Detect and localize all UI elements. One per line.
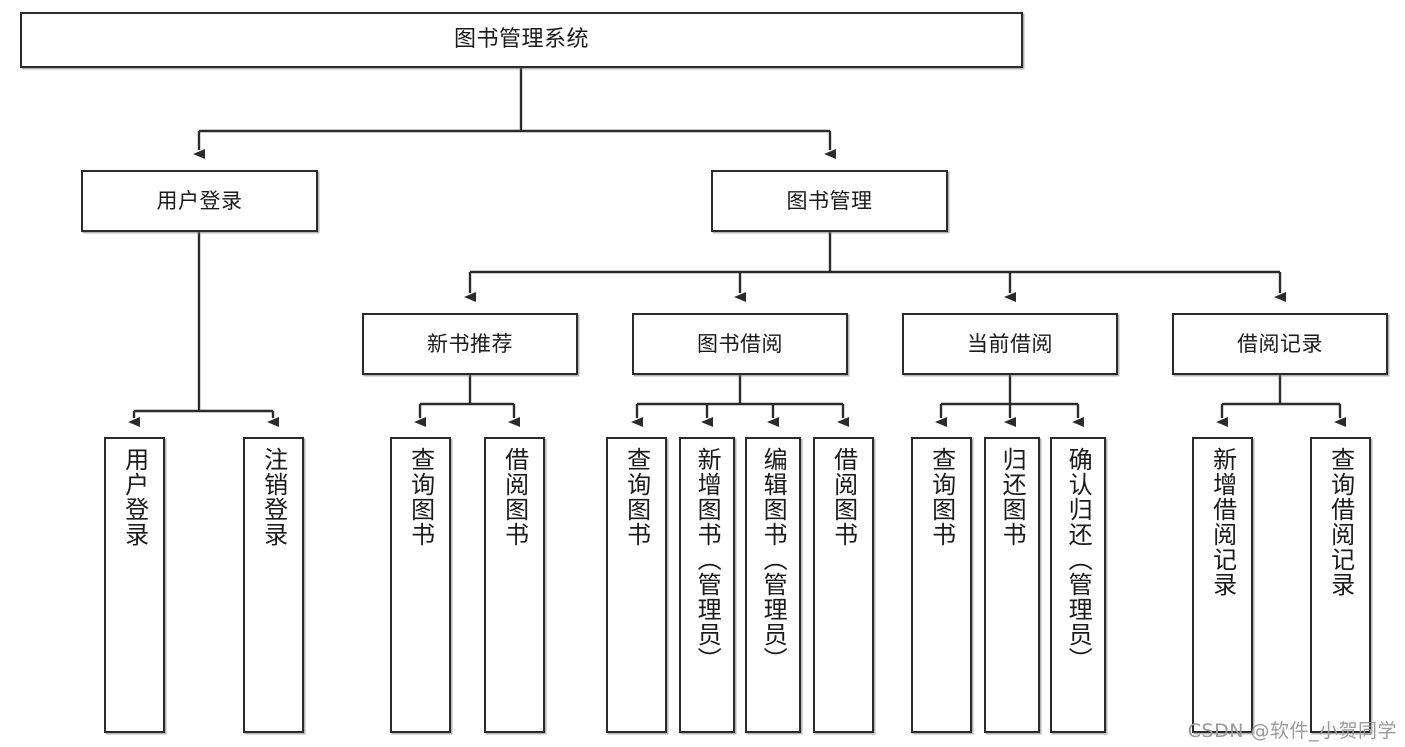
node-label: 图书管理 [786,188,873,213]
node-label: 用户登录 [120,447,149,547]
node-leaf-query-books-borrow[interactable]: 查询图书 [606,437,667,733]
node-book-management[interactable]: 图书管理 [711,170,948,232]
node-leaf-borrow-books-new[interactable]: 借阅图书 [484,437,545,733]
node-label: 归还图书 [998,447,1027,547]
node-leaf-query-books-current[interactable]: 查询图书 [911,437,972,733]
node-book-borrowing[interactable]: 图书借阅 [632,313,848,375]
node-label: 注销登录 [259,447,288,547]
node-borrowing-record[interactable]: 借阅记录 [1172,313,1388,375]
node-label: 借阅图书 [829,447,858,547]
node-leaf-edit-book-admin[interactable]: 编辑图书（管理员） [745,437,801,733]
node-label: 查询借阅记录 [1326,447,1355,597]
node-leaf-user-login[interactable]: 用户登录 [104,437,165,733]
node-label: 用户登录 [156,188,243,213]
node-label: 借阅图书 [500,447,529,547]
node-leaf-query-borrow-record[interactable]: 查询借阅记录 [1310,437,1371,733]
node-label: 当前借阅 [967,331,1053,356]
node-label: 查询图书 [406,447,435,547]
node-leaf-add-book-admin[interactable]: 新增图书（管理员） [679,437,735,733]
node-leaf-confirm-return-admin[interactable]: 确认归还（管理员） [1050,437,1106,733]
node-label: 查询图书 [622,447,651,547]
node-label: 编辑图书（管理员） [759,447,788,672]
node-leaf-query-books-new[interactable]: 查询图书 [390,437,451,733]
node-label: 确认归还（管理员） [1064,447,1093,672]
node-leaf-add-borrow-record[interactable]: 新增借阅记录 [1192,437,1253,733]
node-root-book-management-system[interactable]: 图书管理系统 [20,12,1023,68]
node-current-borrowing[interactable]: 当前借阅 [902,313,1118,375]
node-new-book-recommendation[interactable]: 新书推荐 [362,313,578,375]
node-label: 查询图书 [927,447,956,547]
node-leaf-borrow-books[interactable]: 借阅图书 [813,437,874,733]
node-label: 新增图书（管理员） [693,447,722,672]
node-label: 新增借阅记录 [1208,447,1237,597]
node-leaf-logout[interactable]: 注销登录 [243,437,304,733]
node-leaf-return-books[interactable]: 归还图书 [984,437,1040,733]
node-label: 新书推荐 [427,331,513,356]
node-label: 图书借阅 [697,331,783,356]
node-label: 借阅记录 [1237,331,1323,356]
node-user-login[interactable]: 用户登录 [81,170,318,232]
node-label: 图书管理系统 [453,27,589,53]
